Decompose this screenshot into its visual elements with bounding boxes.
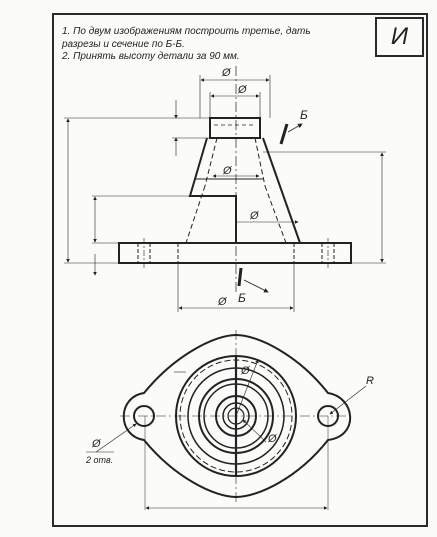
dim-diameter-top-view: Ø — [240, 365, 251, 377]
top-view — [86, 330, 367, 510]
dim-diameter-body: Ø — [249, 210, 260, 222]
task-line-3: 2. Принять высоту детали за 90 мм. — [62, 51, 240, 62]
task-line-2: разрезы и сечение по Б-Б. — [62, 38, 185, 50]
front-view — [64, 66, 386, 312]
dim-diameter-bore: Ø — [267, 433, 278, 445]
dim-diameter-hole: Ø — [91, 438, 102, 450]
dim-radius: R — [366, 375, 374, 387]
dim-diameter-inner: Ø — [222, 165, 233, 177]
task-line-1: 1. По двум изображениям построить третье… — [62, 26, 311, 37]
dim-diameter-top: Ø — [237, 84, 248, 96]
section-mark-top: Б — [300, 108, 308, 122]
front-view-labels: Ø Ø Ø Ø Ø Б Б — [217, 67, 308, 308]
dim-diameter-outer: Ø — [221, 67, 232, 79]
top-view-labels: Ø 2 отв. R Ø Ø — [85, 365, 374, 465]
task-text: 1. По двум изображениям построить третье… — [62, 26, 372, 64]
drawing-frame — [52, 13, 428, 527]
holes-note: 2 отв. — [85, 455, 113, 465]
dim-diameter-base: Ø — [217, 296, 228, 308]
section-mark-bottom: Б — [238, 291, 246, 305]
variant-letter: И — [375, 17, 424, 57]
